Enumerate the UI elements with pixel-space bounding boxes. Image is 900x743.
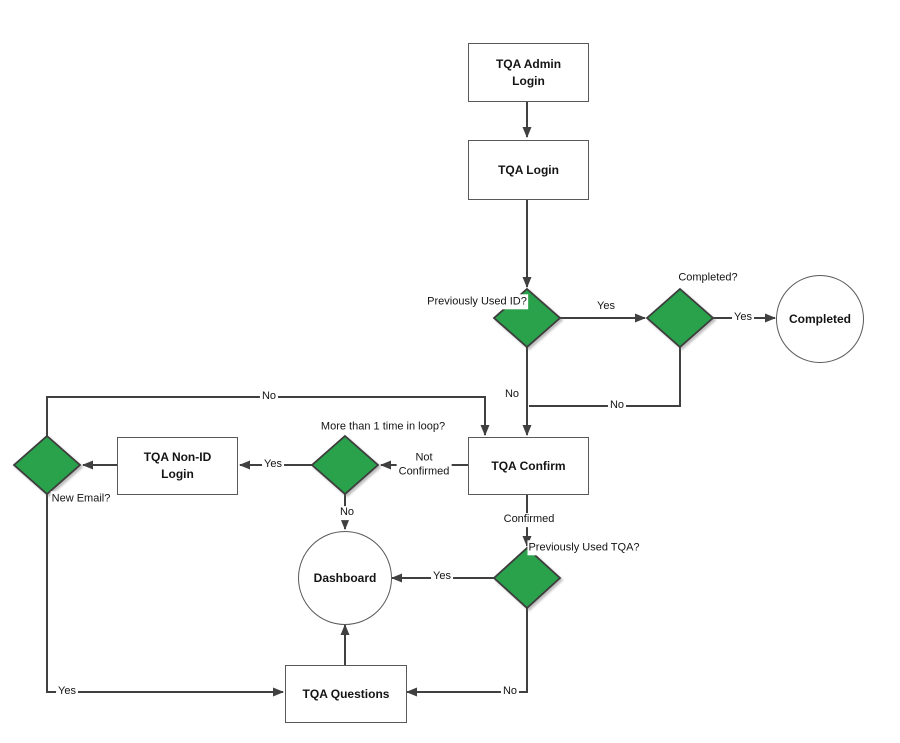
edge-completedq-no-join — [529, 347, 681, 407]
edge-label-loop-yes: Yes — [262, 458, 284, 472]
edge-label-id-yes: Yes — [595, 300, 617, 314]
node-completed: Completed — [776, 275, 864, 363]
edge-label-id-no: No — [502, 388, 522, 402]
node-tqa-questions-label: TQA Questions — [302, 686, 390, 701]
node-tqa-confirm-label: TQA Confirm — [491, 458, 566, 473]
edge-label-completed-no: No — [607, 399, 627, 413]
edge-label-new-email-no: No — [259, 390, 279, 404]
edge-label-not-confirmed: Not Confirmed — [396, 451, 452, 479]
label-completed-question: Completed? — [677, 270, 739, 286]
label-more-than-1-loop: More than 1 time in loop? — [319, 419, 447, 435]
decision-previously-used-tqa — [492, 546, 562, 610]
edge-prevusedtqa-no-to-questions — [406, 608, 528, 697]
node-tqa-admin-login-label: TQA Admin Login — [495, 56, 562, 88]
label-new-email: New Email? — [50, 491, 112, 507]
edge-label-new-email-yes: Yes — [56, 685, 78, 699]
node-tqa-login-label: TQA Login — [498, 162, 559, 177]
label-previously-used-id: Previously Used ID? — [426, 294, 528, 310]
node-tqa-questions: TQA Questions — [285, 665, 407, 723]
decision-completed — [645, 287, 715, 349]
node-dashboard-label: Dashboard — [313, 570, 377, 585]
node-dashboard: Dashboard — [298, 531, 392, 625]
edge-label-completed-yes: Yes — [732, 311, 754, 325]
edge-label-tqa-yes: Yes — [431, 570, 453, 584]
decision-more-than-1-loop — [310, 434, 380, 496]
edge-label-confirmed: Confirmed — [501, 513, 557, 527]
node-tqa-admin-login: TQA Admin Login — [468, 43, 589, 102]
node-completed-label: Completed — [788, 311, 851, 326]
node-tqa-confirm: TQA Confirm — [468, 437, 589, 495]
node-tqa-non-id-login: TQA Non-ID Login — [117, 437, 238, 495]
edge-newemail-yes-to-questions — [46, 494, 284, 697]
edge-label-loop-no: No — [337, 506, 357, 520]
edge-label-tqa-no: No — [500, 685, 520, 699]
node-tqa-login: TQA Login — [468, 140, 589, 200]
decision-new-email — [12, 434, 82, 496]
node-tqa-non-id-login-label: TQA Non-ID Login — [143, 450, 212, 481]
label-previously-used-tqa: Previously Used TQA? — [527, 540, 641, 556]
